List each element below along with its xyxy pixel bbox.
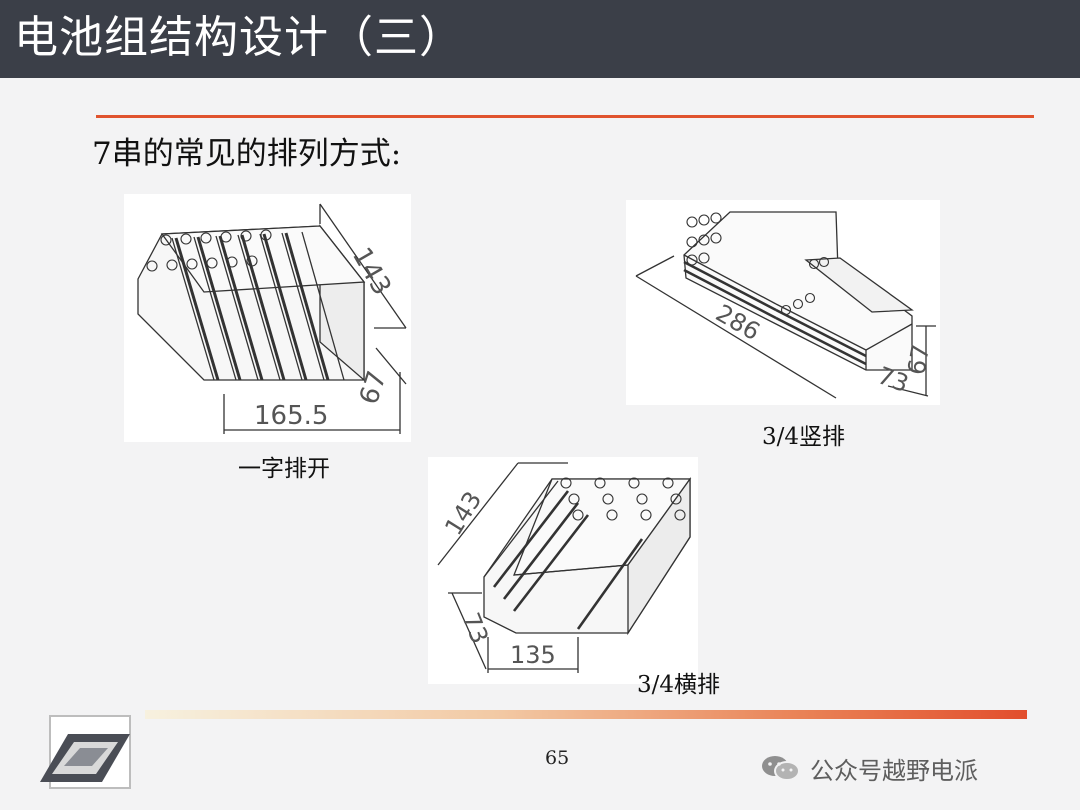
page-number: 65 <box>545 747 570 769</box>
title-divider <box>96 115 1034 118</box>
caption-inline: 一字排开 <box>238 456 330 482</box>
dim-depth-label: 143 <box>439 486 487 540</box>
title-bar: 电池组结构设计（三） <box>0 0 1080 78</box>
watermark: 公众号越野电派 <box>760 752 978 785</box>
dim-length-label: 135 <box>510 641 556 669</box>
dim-height-label: 67 <box>902 342 935 377</box>
slide-title: 电池组结构设计（三） <box>14 12 464 63</box>
company-logo <box>38 710 134 794</box>
figure-vertical-arrangement: 286 73 67 <box>626 200 940 405</box>
inline-battery-drawing: 143 67 165.5 <box>137 203 407 434</box>
caption-horizontal: 3/4横排 <box>637 672 721 698</box>
dim-length-label: 165.5 <box>254 401 328 431</box>
figure-horizontal-arrangement: 143 73 135 <box>428 457 698 684</box>
horizontal-battery-drawing: 143 73 135 <box>437 462 692 673</box>
caption-vertical: 3/4竖排 <box>762 424 846 450</box>
watermark-text: 公众号越野电派 <box>810 756 978 785</box>
wechat-icon <box>762 756 800 781</box>
footer-divider <box>145 710 1027 719</box>
slide-subtitle: 7串的常见的排列方式: <box>92 136 402 172</box>
vertical-battery-drawing: 286 73 67 <box>635 211 936 399</box>
figure-inline-arrangement: 143 67 165.5 <box>124 194 411 442</box>
